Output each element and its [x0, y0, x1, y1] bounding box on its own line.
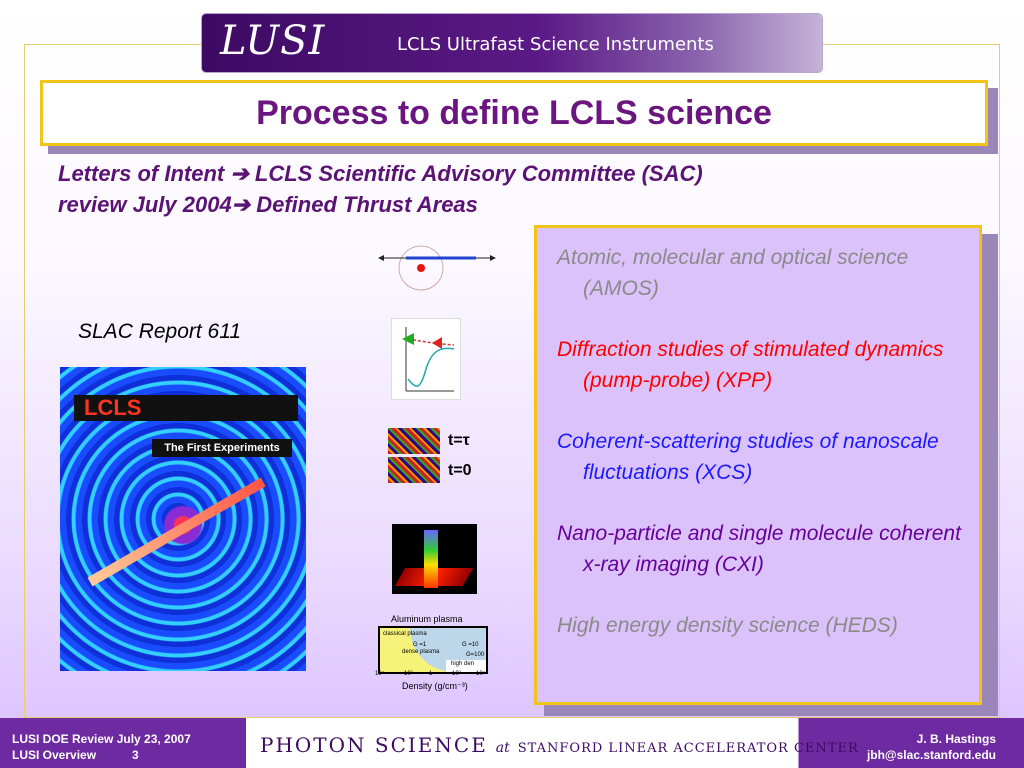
report-label: SLAC Report 611: [78, 320, 242, 343]
footer-section: LUSI Overview 3: [12, 747, 191, 763]
footer-bar: [0, 718, 1024, 768]
page-number: 3: [132, 748, 139, 762]
author-name: J. B. Hastings: [916, 732, 996, 746]
plasma-label-classical: classical plasma: [383, 631, 427, 637]
list-item: High energy density science (HEDS): [557, 614, 898, 637]
arrow-left-icon: [378, 255, 384, 261]
cover-undulator-graphic: [87, 477, 266, 587]
list-item: Coherent-scattering studies of nanoscale…: [557, 430, 939, 484]
plasma-tick: 10²: [404, 671, 413, 677]
plasma-label-g100: G=100: [466, 652, 485, 658]
footer-left: LUSI DOE Review July 23, 2007 LUSI Overv…: [12, 731, 191, 763]
photon-science-text: PHOTON SCIENCE: [260, 733, 488, 757]
plasma-label-g10: G =10: [462, 642, 479, 648]
speckle-label-zero: t=0: [448, 462, 472, 479]
plasma-tick: 10⁴: [476, 671, 486, 677]
plasma-label-dense: dense plasma: [402, 649, 440, 655]
cxi-3d-peak-figure: [392, 524, 477, 594]
arrow-right-icon: [490, 255, 496, 261]
orbit-circle: [398, 245, 444, 291]
plasma-xlabel: Density (g/cm⁻³): [402, 681, 468, 691]
plasma-label-g1: G =1: [413, 642, 427, 648]
title-box: Process to define LCLS science: [40, 80, 988, 146]
footer-section-label: LUSI Overview: [12, 748, 97, 762]
pump-probe-plot-figure: [391, 318, 461, 400]
plasma-tick: 10⁴: [375, 671, 385, 677]
list-item: Nano-particle and single molecule cohere…: [557, 522, 961, 576]
peak-spike: [424, 530, 438, 588]
footer-center-logo: PHOTON SCIENCE at STANFORD LINEAR ACCELERA…: [260, 733, 859, 757]
plasma-label-high: high den: [451, 661, 475, 667]
header-banner: LUSI LCLS Ultrafast Science Instruments: [202, 14, 822, 72]
list-item: Atomic, molecular and optical science (A…: [557, 246, 909, 300]
plasma-tick: 10²: [452, 671, 461, 677]
cover-caption: The First Experiments: [152, 439, 292, 457]
plasma-tick: 1: [429, 671, 433, 677]
slide-title: Process to define LCLS science: [256, 93, 772, 132]
subtitle-line-1: Letters of Intent ➔ LCLS Scientific Advi…: [58, 161, 703, 186]
cover-lcls-banner: LCLS: [74, 395, 298, 421]
at-text: at: [495, 740, 510, 756]
lusi-logo: LUSI: [220, 18, 326, 64]
atom-dot: [417, 264, 425, 272]
report-cover-image: LCLS The First Experiments: [60, 367, 306, 671]
plasma-phase-diagram: classical plasma G =1 dense plasma G =10…: [378, 626, 488, 674]
banner-subtitle: LCLS Ultrafast Science Instruments: [397, 34, 714, 55]
subtitle-line-2: review July 2004➔ Defined Thrust Areas: [58, 192, 478, 217]
author-email: jbh@slac.stanford.edu: [866, 748, 996, 762]
plasma-high-region: [446, 660, 486, 672]
thrust-areas-list: Atomic, molecular and optical science (A…: [557, 242, 967, 671]
footer-event: LUSI DOE Review July 23, 2007: [12, 732, 191, 746]
thrust-areas-box: Atomic, molecular and optical science (A…: [534, 225, 982, 705]
slide-subtitle: Letters of Intent ➔ LCLS Scientific Advi…: [58, 158, 938, 220]
speckle-label-tau: t=τ: [448, 432, 470, 449]
speckle-image-zero: [388, 457, 440, 483]
slac-text: STANFORD LINEAR ACCELERATOR CENTER: [517, 741, 859, 756]
plasma-figure-title: Aluminum plasma: [391, 614, 463, 624]
list-item: Diffraction studies of stimulated dynami…: [557, 338, 944, 392]
amos-orbit-figure: [378, 245, 496, 291]
footer-right: J. B. Hastings jbh@slac.stanford.edu: [867, 731, 996, 763]
speckle-image-tau: [388, 428, 440, 454]
